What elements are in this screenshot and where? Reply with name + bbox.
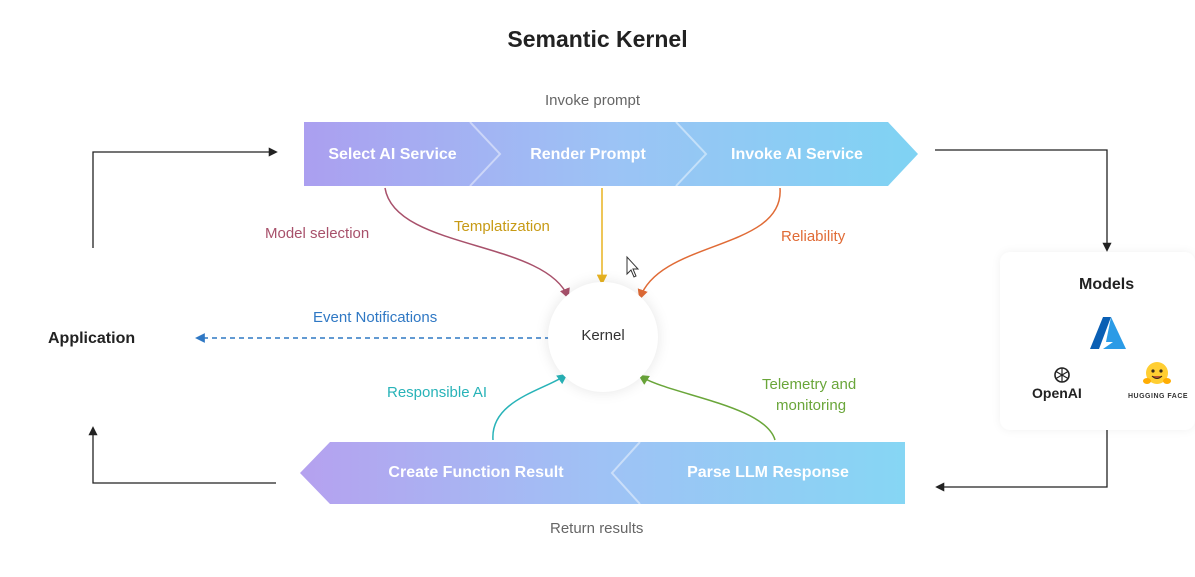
top-pipeline-arrow [304, 122, 918, 186]
model-selection-arrow [384, 187, 570, 299]
templatization-label: Templatization [454, 218, 550, 235]
event-notifications-label: Event Notifications [313, 309, 438, 326]
azure-logo-icon [1090, 317, 1126, 349]
kernel-label: Kernel [581, 327, 625, 344]
top-pipeline-divider-2 [675, 121, 708, 187]
pipeline-to-models-connector [935, 149, 1112, 252]
top-pipeline [304, 121, 918, 187]
models-to-pipeline-connector [935, 430, 1108, 492]
openai-logo-icon [1054, 367, 1070, 383]
top-pipeline-divider-1 [469, 121, 502, 187]
diagram-title: Semantic Kernel [507, 26, 688, 52]
responsible-ai-arrow [492, 373, 568, 441]
hugging-face-logo-icon [1143, 362, 1171, 384]
bottom-pipeline-arrow [300, 442, 905, 504]
application-label: Application [48, 330, 136, 347]
reliability-arrow [637, 187, 781, 300]
stage-invoke-ai-service: Invoke AI Service [731, 146, 863, 163]
models-label: Models [1079, 276, 1135, 293]
responsible-ai-label: Responsible AI [387, 384, 488, 401]
hugging-face-label: HUGGING FACE [1128, 393, 1189, 400]
stage-parse-llm-response: Parse LLM Response [687, 464, 849, 481]
invoke-prompt-caption: Invoke prompt [545, 92, 641, 109]
stage-create-function-result: Create Function Result [388, 464, 564, 481]
model-selection-label: Model selection [265, 225, 370, 242]
stage-render-prompt: Render Prompt [530, 146, 646, 163]
telemetry-arrow [638, 374, 776, 441]
return-results-caption: Return results [550, 520, 644, 537]
stage-select-ai-service: Select AI Service [328, 146, 457, 163]
reliability-label: Reliability [781, 228, 846, 245]
app-to-pipeline-connector [92, 147, 278, 248]
openai-label: OpenAI [1032, 385, 1082, 401]
result-to-app-connector [88, 426, 276, 484]
telemetry-label-line-2: monitoring [776, 397, 847, 414]
bottom-pipeline-divider [610, 441, 641, 505]
kernel-node [548, 282, 658, 392]
telemetry-label-line-1: Telemetry and [762, 376, 857, 393]
mouse-cursor-icon [626, 255, 640, 278]
bottom-pipeline [300, 441, 905, 505]
